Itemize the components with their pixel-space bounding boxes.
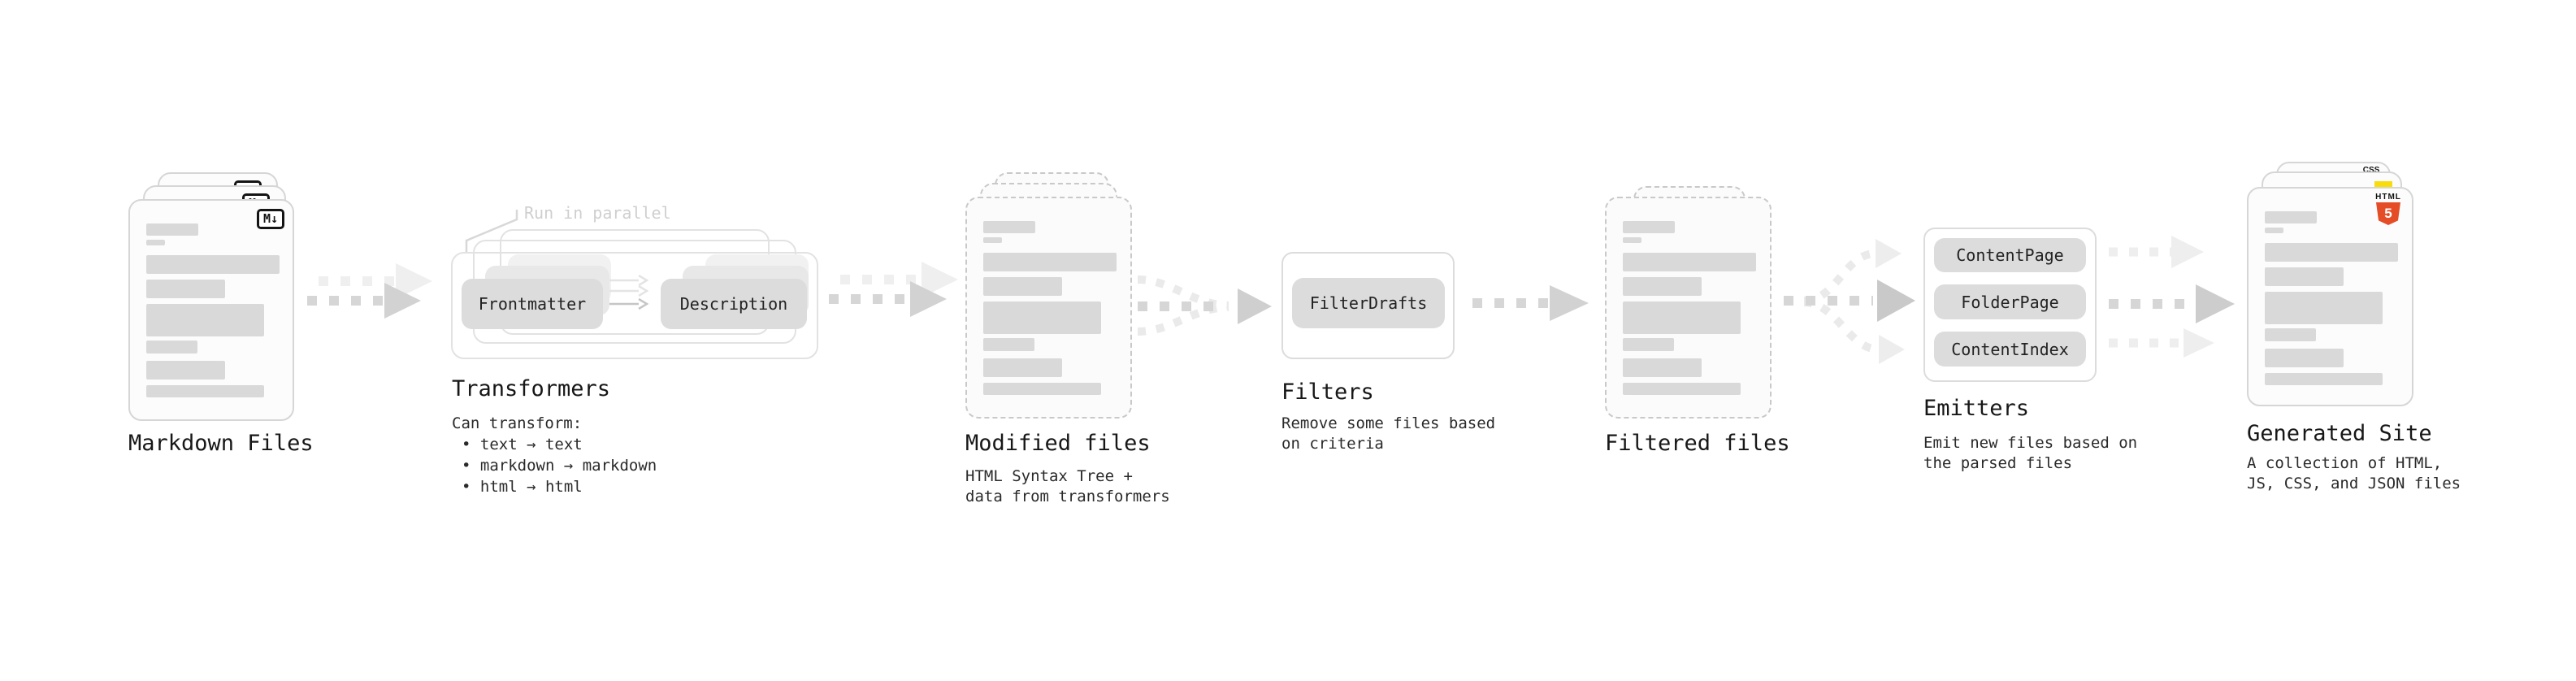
arrow-emitters-to-generated	[2109, 236, 2235, 358]
skeleton-bar	[1623, 338, 1674, 351]
transformers-title: Transformers	[452, 376, 611, 401]
skeleton-bar	[2265, 349, 2344, 367]
skeleton-bar	[146, 240, 165, 245]
document-skeleton	[1623, 198, 1757, 417]
css-icon-label: CSS	[2362, 166, 2380, 175]
subtitle-line: Emit new files based on	[1923, 434, 2138, 452]
skeleton-bar	[2265, 328, 2316, 341]
html5-icon: HTML 5	[2374, 193, 2402, 225]
skeleton-bar	[146, 223, 198, 236]
skeleton-bar	[1623, 358, 1702, 377]
skeleton-bar	[2265, 292, 2383, 324]
generated-site-title: Generated Site	[2247, 421, 2432, 446]
arrow-filtered-to-emitters	[1784, 239, 1915, 364]
filtered-files-title: Filtered files	[1605, 431, 1790, 456]
skeleton-bar	[1623, 253, 1756, 271]
skeleton-bar	[983, 253, 1117, 271]
generated-file-card-front: HTML 5	[2247, 187, 2413, 406]
folderpage-pill: FolderPage	[1934, 284, 2086, 319]
subtitle-line: HTML Syntax Tree +	[965, 467, 1133, 485]
emitters-subtitle: Emit new files based on the parsed files	[1923, 433, 2137, 474]
skeleton-bar	[983, 301, 1101, 334]
skeleton-bar	[2265, 211, 2317, 223]
skeleton-bar	[146, 340, 197, 354]
parallel-callout-line	[465, 210, 518, 252]
run-in-parallel-label: Run in parallel	[524, 203, 671, 223]
modified-files-subtitle: HTML Syntax Tree + data from transformer…	[965, 466, 1170, 507]
transformers-subtitle: Can transform: • text → text • markdown …	[452, 414, 657, 497]
modified-file-card-front	[965, 197, 1132, 419]
filters-title: Filters	[1281, 380, 1374, 405]
html5-icon-label: HTML	[2375, 193, 2401, 202]
skeleton-bar	[1623, 277, 1702, 296]
contentpage-pill: ContentPage	[1934, 238, 2086, 272]
subtitle-line: on criteria	[1281, 435, 1384, 453]
transformers-bullet: • text → text	[462, 436, 583, 453]
modified-files-title: Modified files	[965, 431, 1151, 456]
skeleton-bar	[146, 385, 264, 397]
skeleton-bar	[146, 280, 225, 298]
transformers-bullet: • markdown → markdown	[462, 457, 657, 475]
subtitle-line: the parsed files	[1923, 454, 2073, 472]
document-skeleton	[983, 198, 1117, 417]
skeleton-bar	[1623, 383, 1741, 395]
subtitle-line: JS, CSS, and JSON files	[2247, 475, 2461, 492]
skeleton-bar	[983, 358, 1062, 377]
skeleton-bar	[1623, 237, 1641, 243]
arrow-filters-to-filtered	[1472, 285, 1589, 321]
arrow-transformers-to-modified	[829, 262, 958, 317]
skeleton-bar	[2265, 267, 2344, 286]
generated-site-subtitle: A collection of HTML, JS, CSS, and JSON …	[2247, 453, 2461, 494]
skeleton-bar	[983, 338, 1034, 351]
skeleton-bar	[146, 304, 264, 336]
document-skeleton	[146, 201, 280, 419]
skeleton-bar	[146, 255, 280, 274]
skeleton-bar	[983, 277, 1062, 296]
skeleton-bar	[146, 361, 225, 380]
skeleton-bar	[2265, 228, 2283, 233]
document-skeleton	[2265, 189, 2399, 405]
contentindex-pill: ContentIndex	[1934, 332, 2086, 367]
skeleton-bar	[2265, 243, 2398, 262]
frontmatter-pill: Frontmatter	[462, 279, 603, 329]
skeleton-bar	[983, 221, 1035, 233]
filtered-file-card-front	[1605, 197, 1772, 419]
subtitle-line: Remove some files based	[1281, 414, 1496, 432]
description-pill: Description	[661, 279, 807, 329]
markdown-icon: M↓	[256, 209, 284, 229]
skeleton-bar	[1623, 221, 1675, 233]
arrow-modified-to-filters	[1137, 275, 1272, 336]
parallel-flow-arrows	[609, 274, 649, 310]
markdown-files-title: Markdown Files	[128, 431, 314, 456]
subtitle-line: data from transformers	[965, 488, 1170, 505]
skeleton-bar	[983, 383, 1101, 395]
transformers-bullet: • html → html	[462, 478, 583, 496]
arrow-markdown-to-transformers	[307, 263, 432, 319]
filterdrafts-pill: FilterDrafts	[1292, 278, 1445, 328]
transformer-run-box-front	[451, 252, 818, 359]
markdown-file-card-front: M↓	[128, 199, 294, 421]
transformers-subtitle-heading: Can transform:	[452, 414, 583, 432]
filters-subtitle: Remove some files based on criteria	[1281, 414, 1495, 454]
skeleton-bar	[1623, 301, 1741, 334]
skeleton-bar	[2265, 373, 2383, 385]
emitters-title: Emitters	[1923, 396, 2030, 421]
skeleton-bar	[983, 237, 1002, 243]
html5-icon-number: 5	[2384, 206, 2392, 221]
subtitle-line: A collection of HTML,	[2247, 454, 2443, 472]
